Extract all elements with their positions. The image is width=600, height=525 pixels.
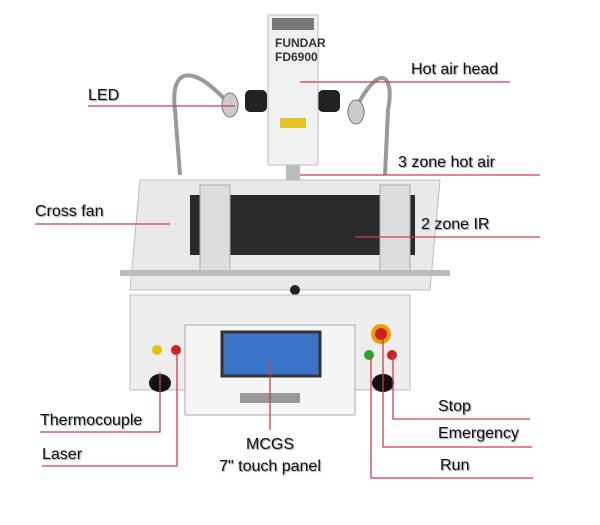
label-panel-line2: 7" touch panel <box>219 458 321 475</box>
pcb-clamp-left <box>199 184 231 276</box>
label-run: Run <box>440 457 470 474</box>
head-fan-grille <box>272 18 314 30</box>
label-stop: Stop <box>438 398 471 415</box>
label-emergency: Emergency <box>438 425 519 442</box>
label-panel-line1: MCGS <box>246 436 294 453</box>
run-button <box>364 350 374 360</box>
label-2-zone-ir: 2 zone IR <box>421 216 490 233</box>
laser-button <box>171 345 181 355</box>
brand-text: FUNDAR <box>275 36 326 50</box>
led-arm-right <box>353 75 392 176</box>
leader-lines <box>35 81 540 479</box>
model-text: FD6900 <box>275 50 318 64</box>
led-lamp-right <box>347 99 365 125</box>
knob <box>290 285 300 295</box>
pcb-clamp-right <box>379 184 411 276</box>
knob <box>318 90 340 112</box>
stop-button <box>387 350 397 360</box>
led-arm-left <box>172 73 232 176</box>
label-3-zone-hot-air: 3 zone hot air <box>398 154 495 171</box>
thermocouple-port <box>152 345 162 355</box>
led-lamp-left <box>221 92 239 118</box>
label-laser: Laser <box>42 446 83 463</box>
rail <box>120 270 450 276</box>
label-led: LED <box>88 87 120 104</box>
touch-screen <box>220 330 322 378</box>
emergency-button <box>375 328 387 340</box>
label-cross-fan: Cross fan <box>35 203 104 220</box>
label-thermocouple: Thermocouple <box>40 412 143 429</box>
knob <box>245 90 267 112</box>
label-hot-air-head: Hot air head <box>411 61 499 78</box>
warning-sticker <box>280 118 306 128</box>
hot-air-head <box>267 14 319 166</box>
